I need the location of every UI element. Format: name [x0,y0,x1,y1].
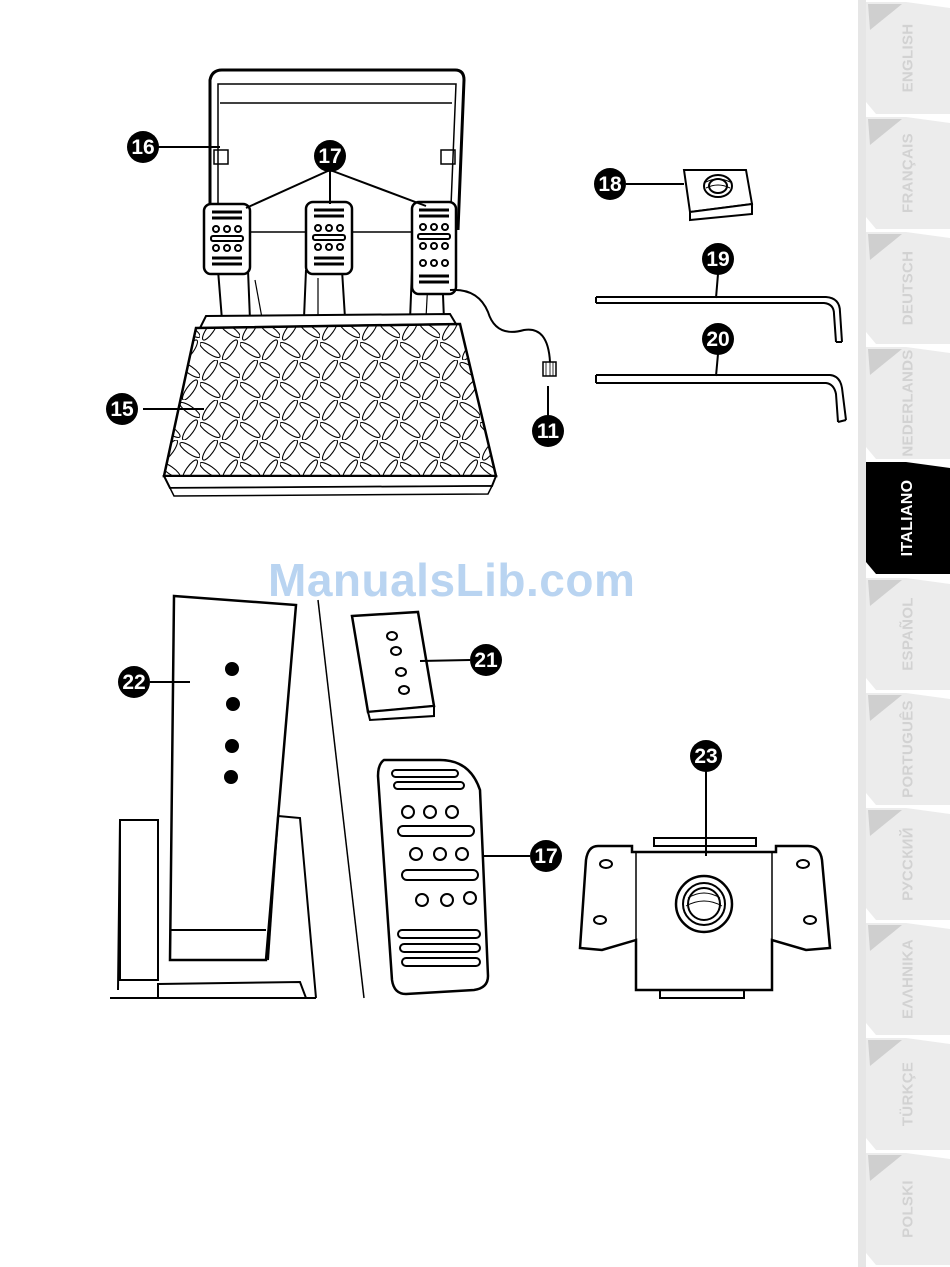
language-tab-label: РУССКИЙ [900,827,917,901]
pedal-pad-illustration [378,760,488,994]
language-tab-português[interactable]: PORTUGUÊS [866,693,950,805]
tab-rail [858,0,866,1267]
language-tab-русский[interactable]: РУССКИЙ [866,808,950,920]
nut-illustration [684,170,752,220]
mounting-block-illustration [352,612,434,720]
language-tab-label: POLSKI [900,1180,917,1238]
language-tab-label: FRANÇAIS [900,133,917,213]
callout-16: 16 [131,136,154,159]
language-tab-label: NEDERLANDS [900,350,917,457]
illustration-canvas: 16 17 18 19 20 15 11 22 21 23 17 [0,0,858,1267]
callout-19: 19 [706,248,729,271]
language-tab-label: PORTUGUÊS [900,700,917,798]
language-tab-français[interactable]: FRANÇAIS [866,117,950,229]
watermark-text: ManualsLib.com [268,553,635,607]
callout-18: 18 [598,173,622,196]
language-tab-italiano[interactable]: ITALIANO [866,462,950,574]
callout-20: 20 [706,328,729,351]
language-tab-deutsch[interactable]: DEUTSCH [866,232,950,344]
language-tab-label: DEUTSCH [900,251,917,326]
language-tab-english[interactable]: ENGLISH [866,2,950,114]
language-tab-bar: ENGLISH FRANÇAIS DEUTSCH NEDERLANDS ITALIANO… [858,0,950,1267]
callout-23: 23 [694,745,717,768]
callout-17-top: 17 [318,145,341,168]
language-tab-label: ESPAÑOL [900,597,917,671]
callout-17-bottom: 17 [534,845,557,868]
callout-15: 15 [110,398,134,421]
callout-21: 21 [474,649,498,672]
language-tab-ελληνικα[interactable]: ΕΛΛΗΝΙΚΑ [866,923,950,1035]
language-tab-label: ΕΛΛΗΝΙΚΑ [900,939,917,1019]
callout-22: 22 [122,671,145,694]
language-tab-nederlands[interactable]: NEDERLANDS [866,347,950,459]
bracket-illustration [580,838,830,998]
language-tab-español[interactable]: ESPAÑOL [866,578,950,690]
hex-key-large-illustration [596,375,846,422]
language-tab-türkçe[interactable]: TÜRKÇE [866,1038,950,1150]
language-tab-label: ENGLISH [900,24,917,93]
language-tab-polski[interactable]: POLSKI [866,1153,950,1265]
language-tab-label: TÜRKÇE [900,1062,917,1126]
language-tab-label: ITALIANO [899,480,917,557]
callout-11: 11 [537,420,560,443]
pedal-arm-illustration [110,596,364,998]
pedal-set-illustration [164,70,556,496]
